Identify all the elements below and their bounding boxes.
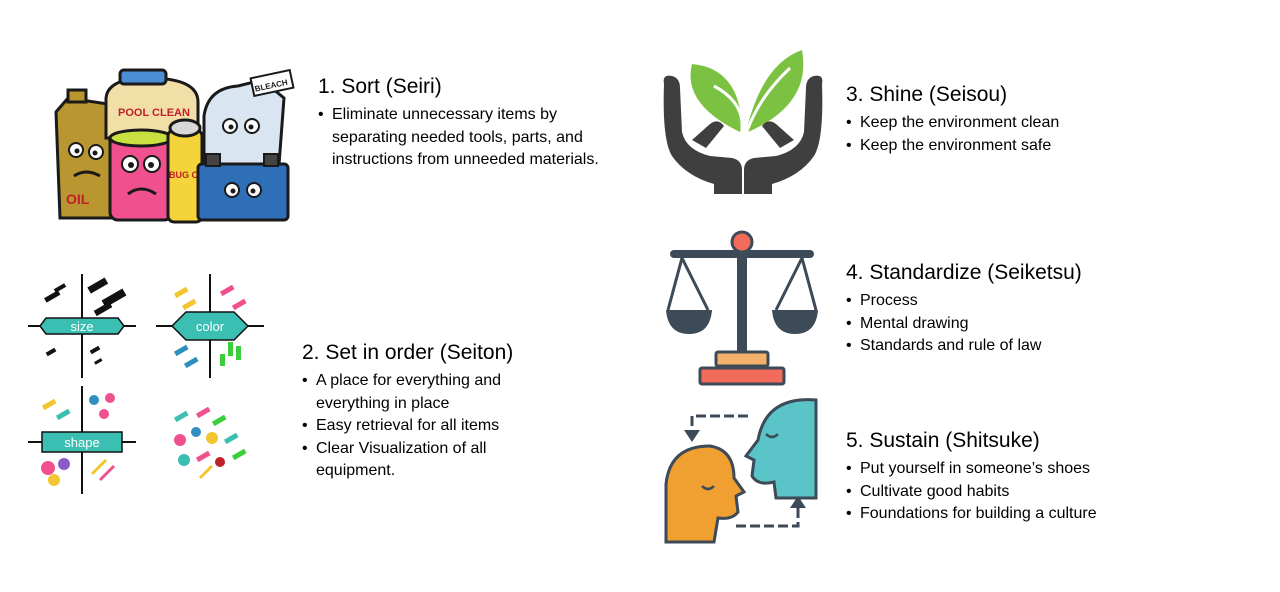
oil-label: OIL [66, 191, 90, 207]
balance-scale-icon [664, 228, 820, 388]
step-bullets: Keep the environment clean Keep the envi… [846, 112, 1146, 157]
bullet-item: Eliminate unnecessary items by separatin… [318, 104, 608, 172]
step-sort: 1. Sort (Seiri) Eliminate unnecessary it… [318, 74, 608, 172]
bullet-item: Keep the environment clean [846, 112, 1146, 135]
sorting-candy-icon: size color shape [24, 268, 270, 496]
size-label: size [70, 319, 93, 334]
bullet-item: Cultivate good habits [846, 481, 1146, 504]
bullet-item: Mental drawing [846, 313, 1146, 336]
hands-plant-icon [662, 44, 824, 194]
cleaning-products-icon: OIL POOL CLEAN BUG OFF BLEACH [48, 68, 298, 228]
step-shine: 3. Shine (Seisou) Keep the environment c… [846, 82, 1146, 157]
step-title: 4. Standardize (Seiketsu) [846, 261, 1082, 284]
step-standardize: 4. Standardize (Seiketsu) Process Mental… [846, 260, 1146, 358]
step-bullets: Eliminate unnecessary items by separatin… [318, 104, 608, 172]
bullet-item: Easy retrieval for all items [302, 415, 552, 438]
color-label: color [196, 319, 225, 334]
bullet-item: Keep the environment safe [846, 135, 1146, 158]
shape-label: shape [64, 435, 99, 450]
step-title: 5. Sustain (Shitsuke) [846, 429, 1040, 452]
step-sustain: 5. Sustain (Shitsuke) Put yourself in so… [846, 428, 1146, 526]
bullet-item: A place for everything and everything in… [302, 370, 552, 415]
step-bullets: Process Mental drawing Standards and rul… [846, 290, 1146, 358]
bullet-item: Put yourself in someone’s shoes [846, 458, 1146, 481]
step-title: 2. Set in order (Seiton) [302, 341, 514, 364]
pool-clean-label: POOL CLEAN [118, 107, 190, 119]
bullet-item: Process [846, 290, 1146, 313]
two-heads-icon [662, 394, 822, 546]
step-bullets: A place for everything and everything in… [302, 370, 552, 483]
bullet-item: Standards and rule of law [846, 335, 1146, 358]
step-title: 3. Shine (Seisou) [846, 83, 1008, 106]
step-title: 1. Sort (Seiri) [318, 75, 442, 98]
step-set-in-order: 2. Set in order (Seiton) A place for eve… [302, 340, 552, 483]
step-bullets: Put yourself in someone’s shoes Cultivat… [846, 458, 1146, 526]
bullet-item: Clear Visualization of all equipment. [302, 438, 552, 483]
bug-off-label: BUG OFF [169, 170, 210, 180]
bullet-item: Foundations for building a culture [846, 503, 1146, 526]
